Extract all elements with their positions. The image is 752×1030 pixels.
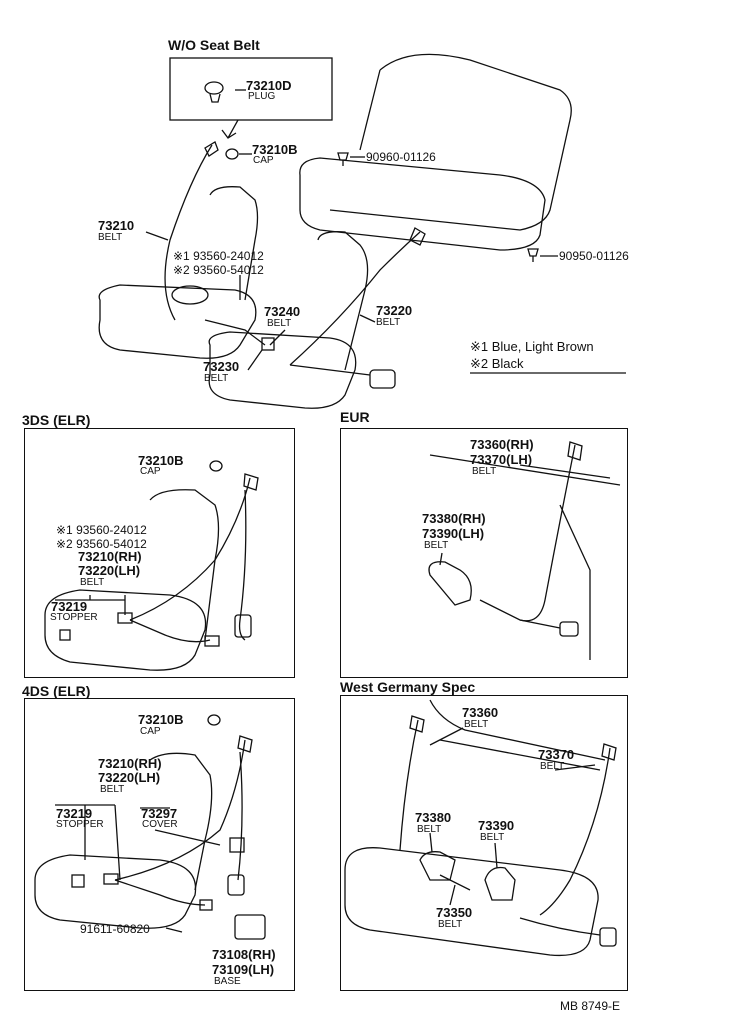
bolt-icon	[337, 152, 349, 166]
cap-icon	[207, 714, 221, 726]
cap-part-number: 73210B	[252, 142, 298, 157]
eur-part-lh-2: 73390(LH)	[422, 526, 485, 541]
rear-bench-seat	[299, 53, 572, 251]
wg-label-73360: BELT	[464, 719, 489, 730]
eur-label-1: BELT	[472, 466, 497, 477]
wg-label-73350: BELT	[438, 919, 463, 930]
wg-label-73390: BELT	[480, 832, 505, 843]
ds3-note2: ※2 93560-54012	[56, 537, 147, 551]
note2-part: ※2 93560-54012	[173, 263, 264, 277]
eur-frame	[340, 428, 628, 678]
ds3-cap-part: 73210B	[138, 453, 184, 468]
eur-belt	[428, 441, 621, 660]
wg-part-73380: 73380	[415, 810, 452, 825]
bolt-part-number: 90960-01126	[366, 150, 436, 164]
belt-73240-label: BELT	[267, 318, 292, 329]
eur-label-2: BELT	[424, 540, 449, 551]
eur-part-lh: 73370(LH)	[470, 452, 533, 467]
ds4-belt	[71, 735, 266, 940]
belt-73230-part: 73230	[203, 359, 240, 374]
top-belt-73210	[164, 141, 219, 321]
cap-label: CAP	[253, 155, 274, 166]
ds3-belt-lh: 73220(LH)	[78, 563, 141, 578]
wg-part-73370: 73370	[538, 747, 575, 762]
wg-part-73350: 73350	[436, 905, 473, 920]
front-seat-right	[208, 231, 369, 409]
diagram-code: MB 8749-E	[560, 999, 621, 1013]
ds3-cap-label: CAP	[140, 466, 161, 477]
ds4-belt-lh: 73220(LH)	[98, 770, 161, 785]
ds4-leader	[55, 804, 221, 881]
ds3-belt-label: BELT	[80, 577, 105, 588]
wg-label-73380: BELT	[417, 824, 442, 835]
ds4-cap-part: 73210B	[138, 712, 184, 727]
belt-part-number: 73210	[98, 218, 135, 233]
ds3-frame	[24, 428, 295, 678]
belt-73240-part: 73240	[264, 304, 301, 319]
wg-frame	[340, 695, 628, 991]
eur-title: EUR	[340, 409, 370, 425]
eur-part-rh-2: 73380(RH)	[422, 511, 486, 526]
top-title: W/O Seat Belt	[168, 37, 260, 53]
bolt-part-number: 90950-01126	[559, 249, 629, 263]
bolt-icon	[527, 248, 539, 262]
ds4-cover-label: COVER	[142, 819, 178, 830]
note1-part: ※1 93560-24012	[173, 249, 264, 263]
eur-part-rh: 73360(RH)	[470, 437, 534, 452]
ds3-title: 3DS (ELR)	[22, 412, 91, 428]
ds4-base-rh: 73108(RH)	[212, 947, 276, 962]
ds3-note1: ※1 93560-24012	[56, 523, 147, 537]
plug-part-number: 73210D	[246, 78, 292, 93]
ds4-title: 4DS (ELR)	[22, 683, 91, 699]
wg-title: West Germany Spec	[340, 679, 476, 695]
cap-icon	[209, 460, 223, 472]
ds4-belt-label: BELT	[100, 784, 125, 795]
plug-icon	[204, 81, 224, 103]
belt-73220-label: BELT	[376, 317, 401, 328]
belt-73220-part: 73220	[376, 303, 413, 318]
ds3-stopper-part: 73219	[51, 599, 88, 614]
legend-note-2: ※2 Black	[470, 356, 524, 371]
wg-part-73360: 73360	[462, 705, 499, 720]
ds4-base-label: BASE	[214, 976, 241, 987]
ds4-cap-label: CAP	[140, 726, 161, 737]
front-seat-left	[98, 186, 259, 359]
belt-73230-label: BELT	[204, 373, 229, 384]
cap-icon	[225, 148, 239, 160]
ds3-belt-rh: 73210(RH)	[78, 549, 142, 564]
ds3-belt	[59, 473, 259, 647]
ds4-base-lh: 73109(LH)	[212, 962, 275, 977]
ds4-frame	[24, 698, 295, 991]
top-belt-73220	[289, 227, 426, 389]
wg-label-73370: BELT	[540, 761, 565, 772]
ds3-stopper-label: STOPPER	[50, 612, 98, 623]
plug-inset-frame	[169, 57, 333, 121]
wg-belt	[399, 715, 617, 947]
top-belt-73240	[204, 319, 275, 351]
wg-bench	[344, 699, 606, 957]
ds4-belt-rh: 73210(RH)	[98, 756, 162, 771]
ds4-bolt-part: 91611-60820	[80, 922, 150, 936]
ds3-seat	[44, 489, 220, 671]
ds3-leader	[55, 595, 126, 615]
ds4-cover-part: 73297	[141, 806, 178, 821]
ds4-stopper-part: 73219	[56, 806, 93, 821]
plug-label: PLUG	[248, 91, 276, 102]
wg-part-73390: 73390	[478, 818, 515, 833]
belt-label: BELT	[98, 232, 123, 243]
arrow-down-icon	[221, 119, 239, 139]
ds4-seat	[34, 752, 213, 929]
legend-note-1: ※1 Blue, Light Brown	[470, 339, 594, 354]
ds4-stopper-label: STOPPER	[56, 819, 104, 830]
